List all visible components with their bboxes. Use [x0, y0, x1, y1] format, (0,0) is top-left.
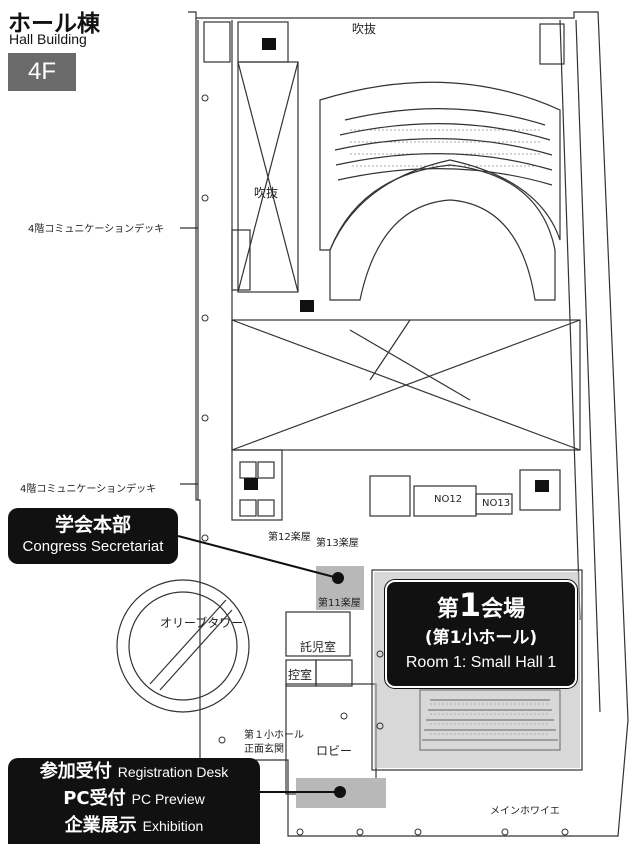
- dressing-room-11-label: 第11楽屋: [318, 598, 361, 609]
- hall-entrance-label-2: 正面玄関: [244, 744, 284, 755]
- hall-entrance-label-1: 第１小ホール: [244, 730, 304, 741]
- dressing-room-13-label: 第13楽屋: [316, 538, 359, 549]
- dressing-room-12-label: 第12楽屋: [268, 532, 311, 543]
- room1-callout-title: 第1会場: [436, 586, 526, 624]
- secretariat-callout-ja: 学会本部: [54, 514, 131, 536]
- secretariat-callout: 学会本部 Congress Secretariat: [8, 508, 178, 564]
- registration-marker: [334, 786, 346, 798]
- secretariat-callout-en: Congress Secretariat: [22, 538, 164, 555]
- room1-callout-english: Room 1: Small Hall 1: [405, 654, 557, 671]
- building-subtitle: Hall Building: [9, 31, 87, 47]
- fukinuke-left-label: 吹抜: [254, 186, 279, 200]
- olive-tower-label: オリーブタワー: [160, 616, 244, 630]
- deck-lower-label: 4階コミュニケーションデッキ: [20, 484, 157, 495]
- fukinuke-top-label: 吹抜: [352, 22, 377, 36]
- elevator-no13-label: NO13: [482, 498, 511, 509]
- nursery-label: 託児室: [300, 640, 337, 654]
- lobby-label: ロビー: [316, 744, 353, 758]
- main-hall-seating: [319, 81, 561, 251]
- main-foyer-label: メインホワイエ: [490, 806, 560, 817]
- deck-upper-label: 4階コミュニケーションデッキ: [28, 224, 165, 235]
- floor-badge: 4F: [8, 53, 76, 91]
- room1-callout-subtitle: (第1小ホール): [424, 628, 538, 648]
- stage-area: [231, 319, 581, 451]
- building-title: ホール棟: [8, 11, 100, 37]
- elevator-no12-label: NO12: [434, 494, 463, 505]
- room1-callout: 第1会場 (第1小ホール) Room 1: Small Hall 1: [385, 580, 577, 688]
- building-outline: [188, 11, 629, 837]
- waiting-room-label: 控室: [288, 668, 313, 682]
- olive-tower: [116, 579, 250, 713]
- room1-hall: [371, 569, 583, 771]
- secretariat-marker: [332, 572, 344, 584]
